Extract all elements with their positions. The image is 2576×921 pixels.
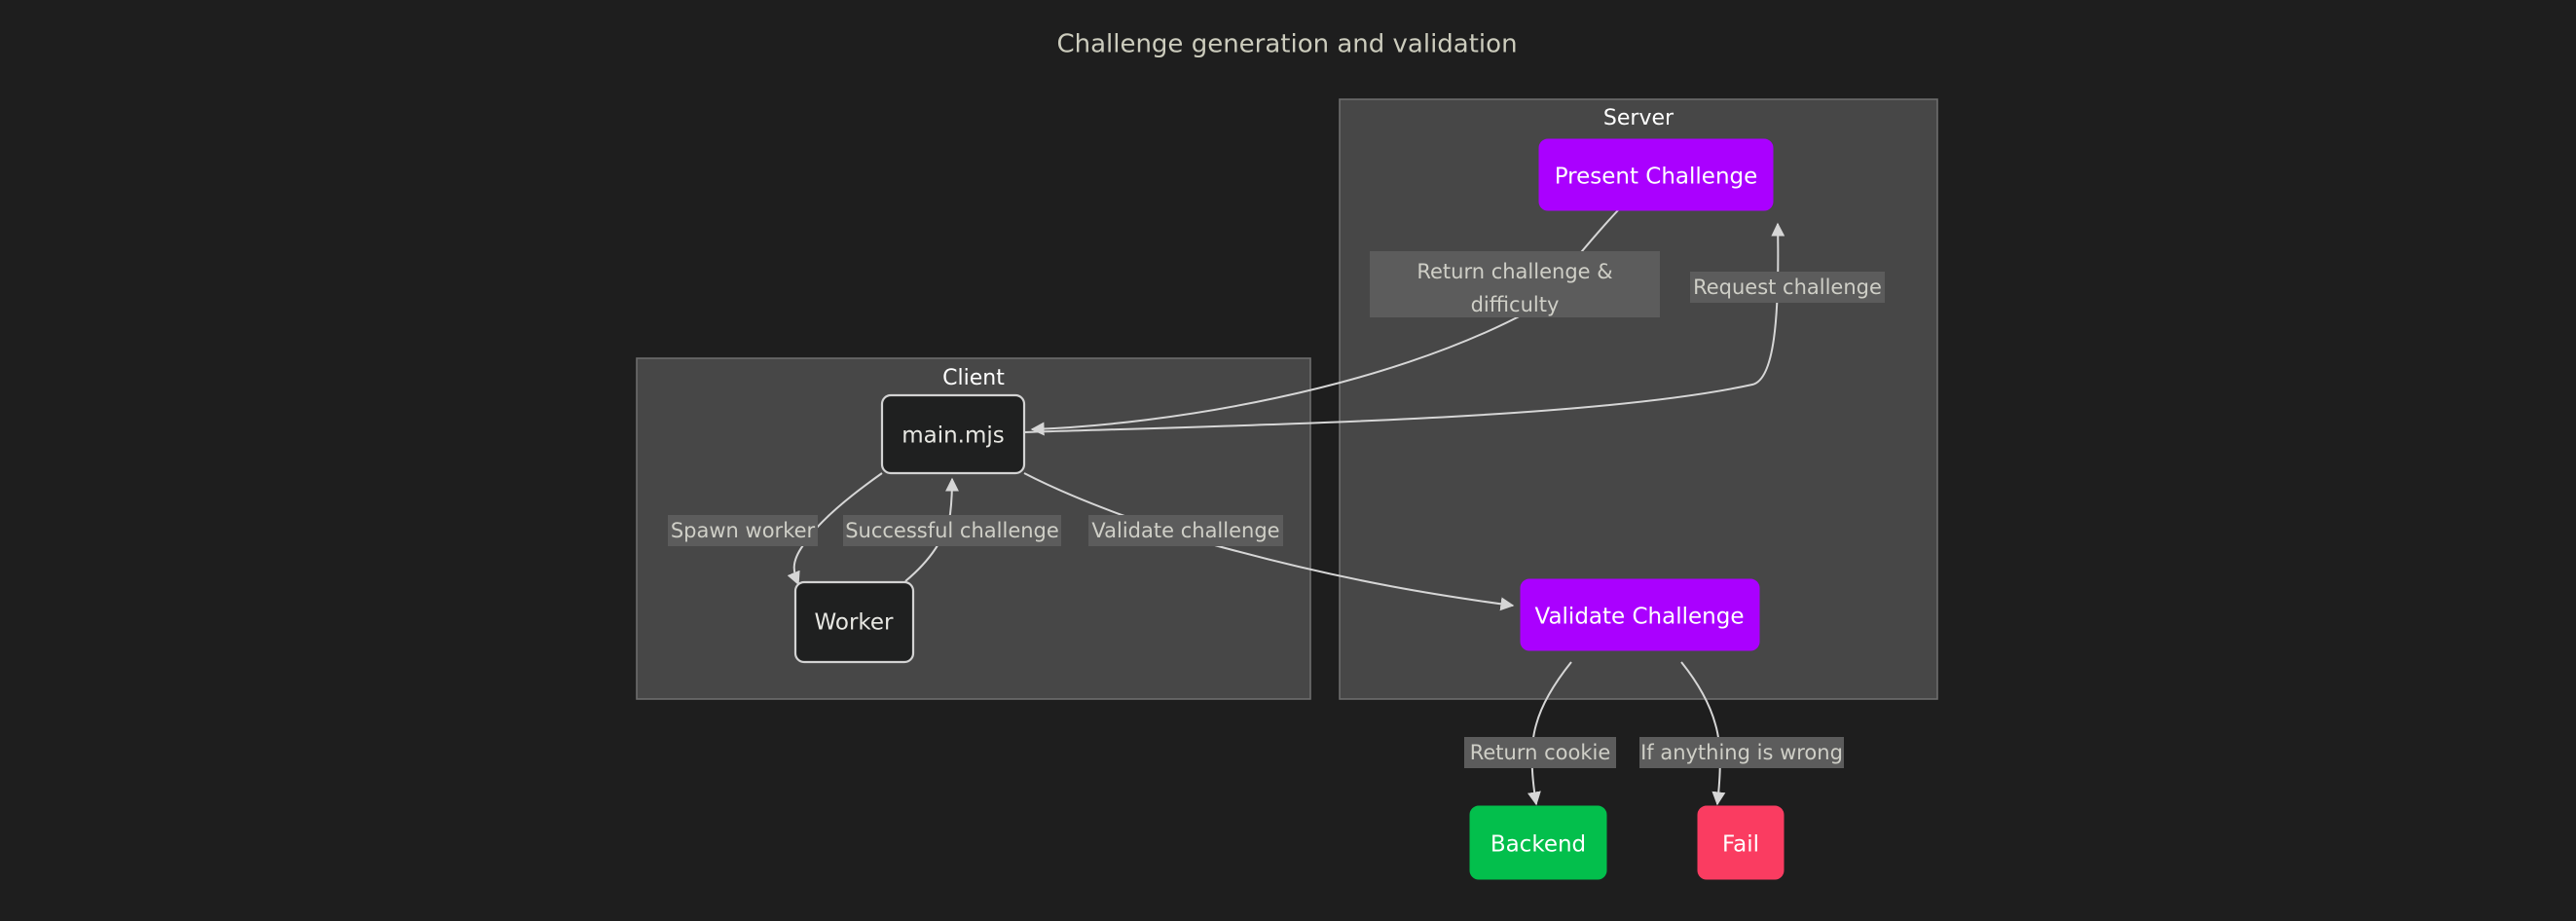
edge-label-validate-challenge-text: Validate challenge — [1091, 519, 1279, 542]
node-worker-label: Worker — [814, 610, 894, 636]
cluster-client-label: Client — [942, 366, 1005, 390]
edge-request-challenge — [1023, 222, 1785, 433]
node-fail[interactable]: Fail — [1697, 805, 1785, 880]
node-worker-rect[interactable] — [793, 580, 915, 664]
edge-label-if-anything-is-wrong: If anything is wrong — [1639, 737, 1844, 768]
node-present-challenge[interactable]: Present Challenge — [1538, 138, 1774, 211]
edge-label-return-challenge-difficulty-line1: Return challenge & — [1417, 260, 1612, 283]
edge-label-successful-challenge-text: Successful challenge — [845, 519, 1059, 542]
edge-label-spawn-worker-text: Spawn worker — [671, 519, 816, 542]
node-backend[interactable]: Backend — [1469, 805, 1607, 880]
edge-label-return-cookie: Return cookie — [1464, 737, 1616, 768]
node-fail-rect[interactable] — [1697, 805, 1785, 880]
node-main-mjs-label: main.mjs — [902, 424, 1005, 449]
edge-return-cookie — [1527, 661, 1572, 806]
node-validate-challenge[interactable]: Validate Challenge — [1520, 578, 1760, 651]
node-main-mjs-rect[interactable] — [880, 393, 1026, 475]
node-main-mjs[interactable]: main.mjs — [880, 393, 1026, 475]
edge-label-spawn-worker: Spawn worker — [668, 515, 818, 546]
edge-label-if-anything-is-wrong-text: If anything is wrong — [1640, 741, 1843, 764]
node-backend-rect[interactable] — [1469, 805, 1607, 880]
node-fail-label: Fail — [1722, 832, 1759, 858]
node-validate-challenge-label: Validate Challenge — [1535, 605, 1745, 630]
node-worker[interactable]: Worker — [793, 580, 915, 664]
edge-label-request-challenge: Request challenge — [1690, 272, 1885, 303]
node-present-challenge-rect[interactable] — [1538, 138, 1774, 211]
cluster-server-label: Server — [1603, 106, 1674, 130]
edge-successful-challenge — [904, 477, 959, 582]
edge-label-return-cookie-text: Return cookie — [1470, 741, 1611, 764]
edge-label-successful-challenge: Successful challenge — [843, 515, 1061, 546]
node-backend-label: Backend — [1490, 832, 1586, 858]
edge-if-anything-is-wrong — [1680, 661, 1726, 806]
node-validate-challenge-rect[interactable] — [1520, 578, 1760, 651]
node-present-challenge-label: Present Challenge — [1555, 165, 1758, 190]
edge-validate-challenge — [1023, 472, 1515, 611]
edge-label-return-challenge-difficulty-line2: difficulty — [1471, 293, 1560, 316]
edge-label-request-challenge-text: Request challenge — [1693, 276, 1882, 299]
edge-label-return-challenge-difficulty: Return challenge & difficulty — [1370, 251, 1660, 317]
diagram-title: Challenge generation and validation — [1056, 30, 1517, 59]
edge-label-validate-challenge: Validate challenge — [1088, 515, 1283, 546]
